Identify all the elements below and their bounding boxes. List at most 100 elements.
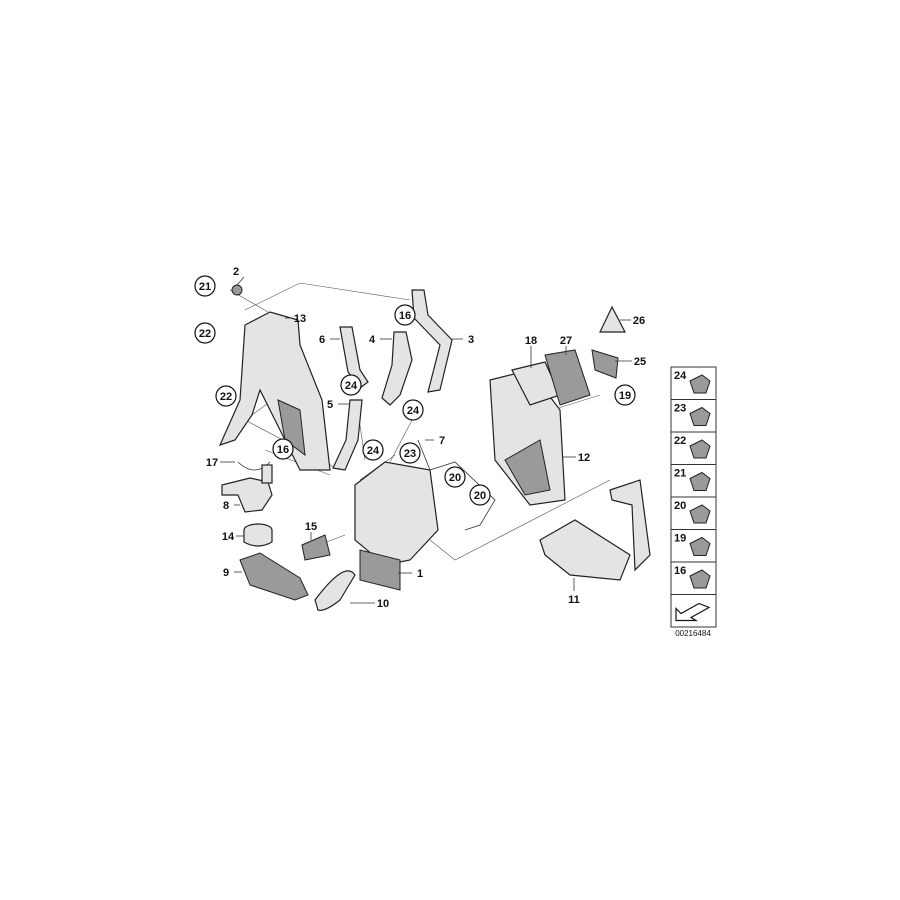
callout-1: 1: [398, 568, 423, 580]
leader-line: [236, 276, 245, 286]
legend-item-20: 20: [671, 496, 716, 524]
warning-label-26: [599, 305, 626, 333]
hose-3: [411, 289, 453, 393]
callout-label: 20: [474, 490, 486, 502]
callout-circle: [340, 374, 362, 396]
callout-11: 11: [568, 578, 580, 606]
legend-label: 24: [674, 370, 687, 382]
hose-6: [339, 326, 369, 389]
drawing-number: 00216484: [675, 629, 711, 638]
callout-12: 12: [562, 452, 590, 464]
callout-circle: [394, 304, 416, 326]
callout-21: 21: [194, 275, 216, 297]
callout-label: 16: [399, 310, 411, 322]
legend-label: 23: [674, 403, 686, 415]
heater-1: [354, 461, 439, 591]
frame-12: [489, 369, 566, 506]
hose-5: [332, 399, 363, 471]
callout-25: 25: [615, 356, 646, 368]
callout-22: 22: [215, 385, 237, 407]
callout-label: 2: [233, 266, 239, 278]
fastener-legend: 24 23 22 21 20 19 16 00216484: [670, 366, 717, 638]
callout-24: 24: [340, 374, 362, 396]
callout-14: 14: [222, 531, 244, 543]
callout-label: 6: [319, 334, 325, 346]
bracket-15: [301, 534, 331, 561]
clamp-icon: [689, 569, 711, 589]
legend-item-22: 22: [671, 431, 716, 459]
callout-label: 5: [327, 399, 333, 411]
sensor-25: [591, 349, 619, 379]
callout-circle: [194, 322, 216, 344]
callout-13: 13: [285, 313, 306, 325]
callout-label: 3: [468, 334, 474, 346]
callout-label: 13: [294, 313, 306, 325]
callout-15: 15: [305, 521, 317, 540]
callout-7: 7: [425, 435, 445, 447]
callout-circle: [215, 385, 237, 407]
callout-5: 5: [327, 399, 350, 411]
callout-6: 6: [319, 334, 340, 346]
callout-label: 26: [633, 315, 645, 327]
ring-14: [243, 523, 273, 547]
callout-10: 10: [350, 598, 389, 610]
callout-18: 18: [525, 335, 537, 368]
callout-label: 24: [345, 380, 358, 392]
legend-label: 16: [674, 565, 686, 577]
callout-label: 21: [199, 281, 211, 293]
legend-label: 22: [674, 435, 686, 447]
callout-label: 14: [222, 531, 235, 543]
callout-27: 27: [560, 335, 572, 355]
callout-label: 1: [417, 568, 423, 580]
callout-label: 24: [407, 405, 420, 417]
callout-label: 7: [439, 435, 445, 447]
callout-24: 24: [362, 439, 384, 461]
clip-nut-icon: [689, 536, 711, 556]
callout-26: 26: [620, 315, 645, 327]
callout-circle: [469, 484, 491, 506]
muffler-11: [539, 479, 651, 581]
callout-circle: [399, 442, 421, 464]
clamp-17: [237, 461, 271, 471]
callout-label: 25: [634, 356, 646, 368]
boot-9: [239, 552, 309, 601]
callout-circle: [444, 466, 466, 488]
bracket-13: [218, 311, 331, 471]
callout-label: 24: [367, 445, 380, 457]
legend-item-16: 16: [671, 561, 716, 589]
hose-clamp-icon: [689, 374, 711, 394]
cover-27: [544, 349, 591, 406]
callout-4: 4: [369, 334, 392, 346]
callout-19: 19: [614, 384, 636, 406]
cage-nut-icon: [689, 406, 711, 426]
callout-9: 9: [223, 567, 242, 579]
callout-label: 17: [206, 457, 218, 469]
callout-label: 22: [199, 328, 211, 340]
collar-nut-icon: [689, 439, 711, 459]
legend-item-24: 24: [674, 370, 711, 394]
hose-4: [381, 331, 413, 406]
callout-label: 22: [220, 391, 232, 403]
callout-17: 17: [206, 457, 235, 469]
screw-2: [231, 284, 243, 296]
callout-circle: [402, 399, 424, 421]
legend-item-19: 19: [671, 529, 716, 556]
callout-8: 8: [223, 500, 240, 512]
callout-label: 9: [223, 567, 229, 579]
callout-label: 18: [525, 335, 537, 347]
callout-label: 11: [568, 594, 580, 606]
legend-label: 21: [674, 468, 686, 480]
legend-label: 19: [674, 533, 686, 545]
pump-8: [221, 464, 273, 513]
legend-label: 20: [674, 500, 686, 512]
callout-20: 20: [444, 466, 466, 488]
callout-20: 20: [469, 484, 491, 506]
legend-item-21: 21: [671, 464, 716, 491]
callout-circle: [614, 384, 636, 406]
callout-label: 4: [369, 334, 376, 346]
callout-label: 10: [377, 598, 389, 610]
legend-item-23: 23: [671, 399, 716, 426]
callout-16: 16: [272, 438, 294, 460]
